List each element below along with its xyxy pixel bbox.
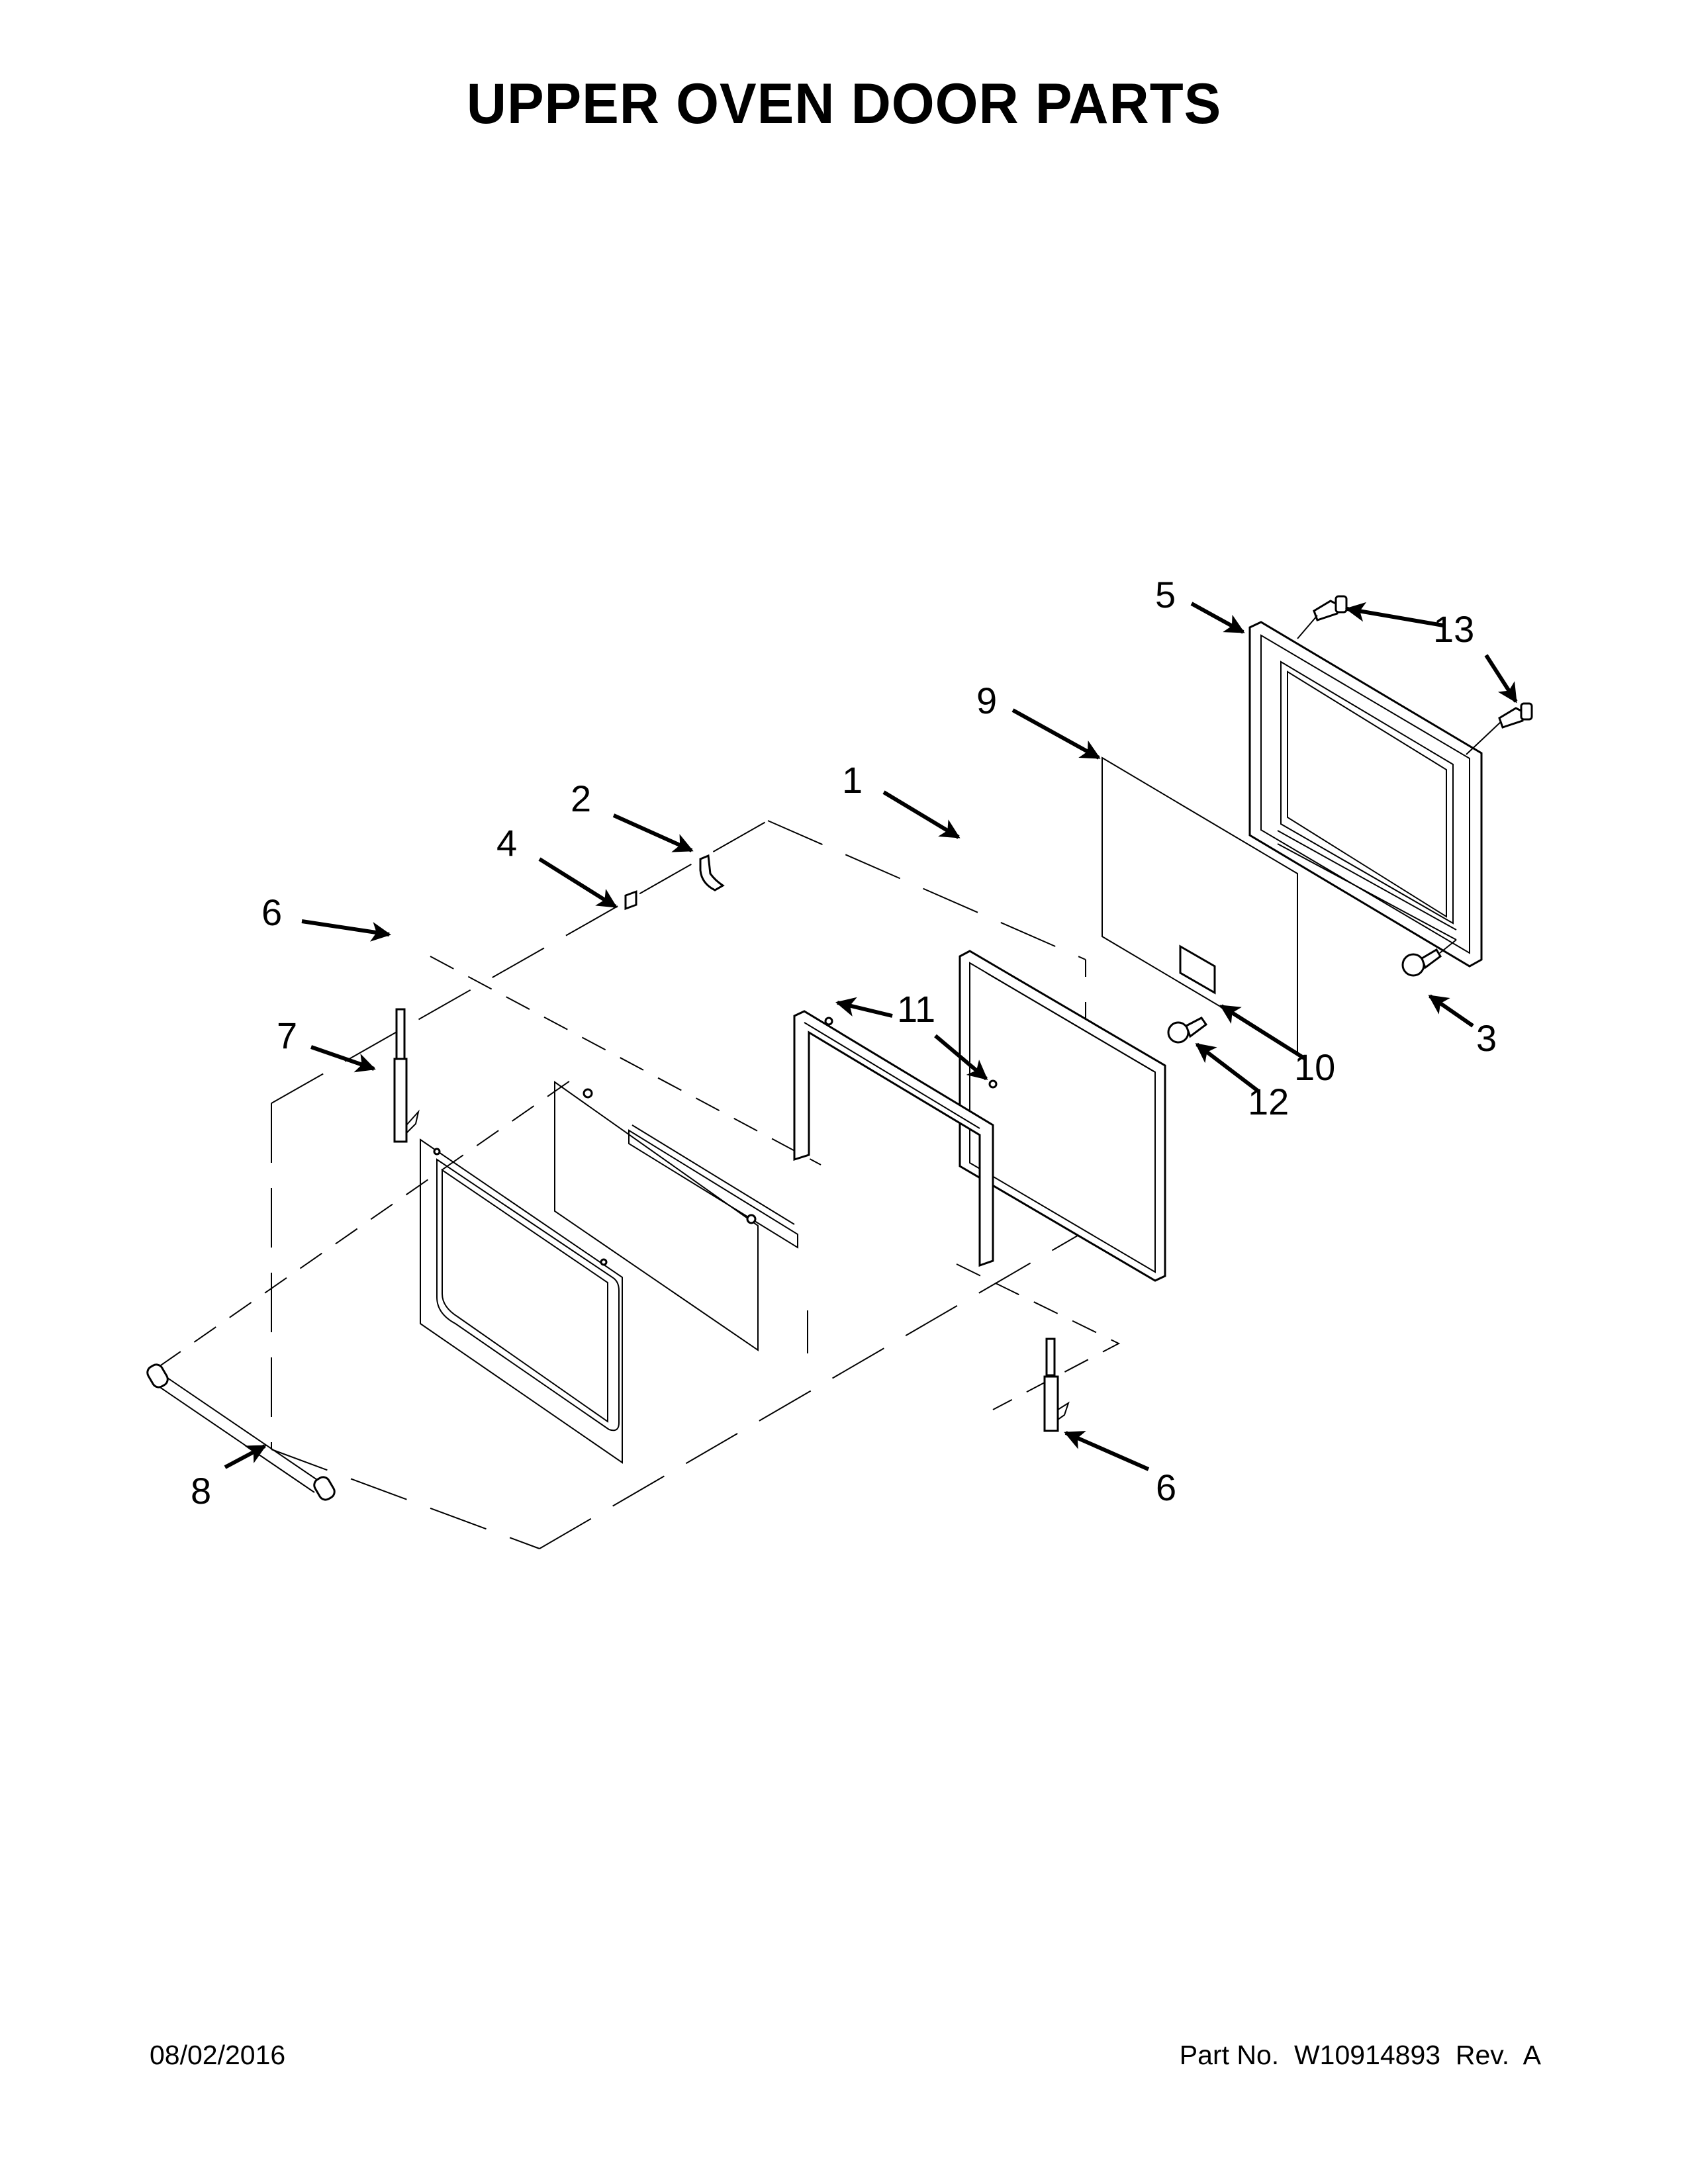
outer-door-panel (420, 1138, 623, 1464)
footer-part-number: Part No. W10914893 Rev. A (1179, 2040, 1541, 2070)
callout-4: 4 (496, 822, 517, 864)
callout-12: 12 (1248, 1081, 1289, 1122)
callout-11: 11 (897, 988, 935, 1030)
part-10-bracket (1179, 944, 1216, 995)
part-4-clip (624, 890, 637, 911)
footer-date: 08/02/2016 (150, 2040, 286, 2070)
inner-door-panel (554, 1081, 808, 1353)
callout-3: 3 (1476, 1017, 1497, 1059)
part-6-hinge-right (1043, 1338, 1070, 1432)
callout-7: 7 (277, 1015, 297, 1056)
part-3-screw (1401, 939, 1457, 977)
part-11-door-channel (793, 1010, 998, 1267)
part-12-screw (1167, 1017, 1208, 1044)
part-5-inner-door-frame (1248, 621, 1483, 968)
callout-6-right: 6 (1156, 1467, 1176, 1508)
part-8-door-handle (146, 1363, 336, 1501)
callout-6-left: 6 (261, 891, 282, 933)
callout-10: 10 (1294, 1046, 1335, 1088)
callout-5: 5 (1155, 574, 1176, 615)
part-6-hinge-left (393, 1008, 420, 1143)
part-2-clip (699, 854, 725, 891)
door-assembly-outline (158, 820, 1121, 1549)
page-title: UPPER OVEN DOOR PARTS (466, 72, 1222, 136)
callout-9: 9 (976, 680, 997, 721)
callout-arrows (224, 602, 1518, 1471)
part-13-screws (1297, 595, 1533, 755)
part-1-glass-pack-frame (959, 950, 1166, 1282)
callout-2: 2 (571, 778, 591, 819)
callout-13: 13 (1433, 608, 1474, 650)
callout-8: 8 (191, 1470, 211, 1512)
callout-1: 1 (842, 759, 863, 801)
